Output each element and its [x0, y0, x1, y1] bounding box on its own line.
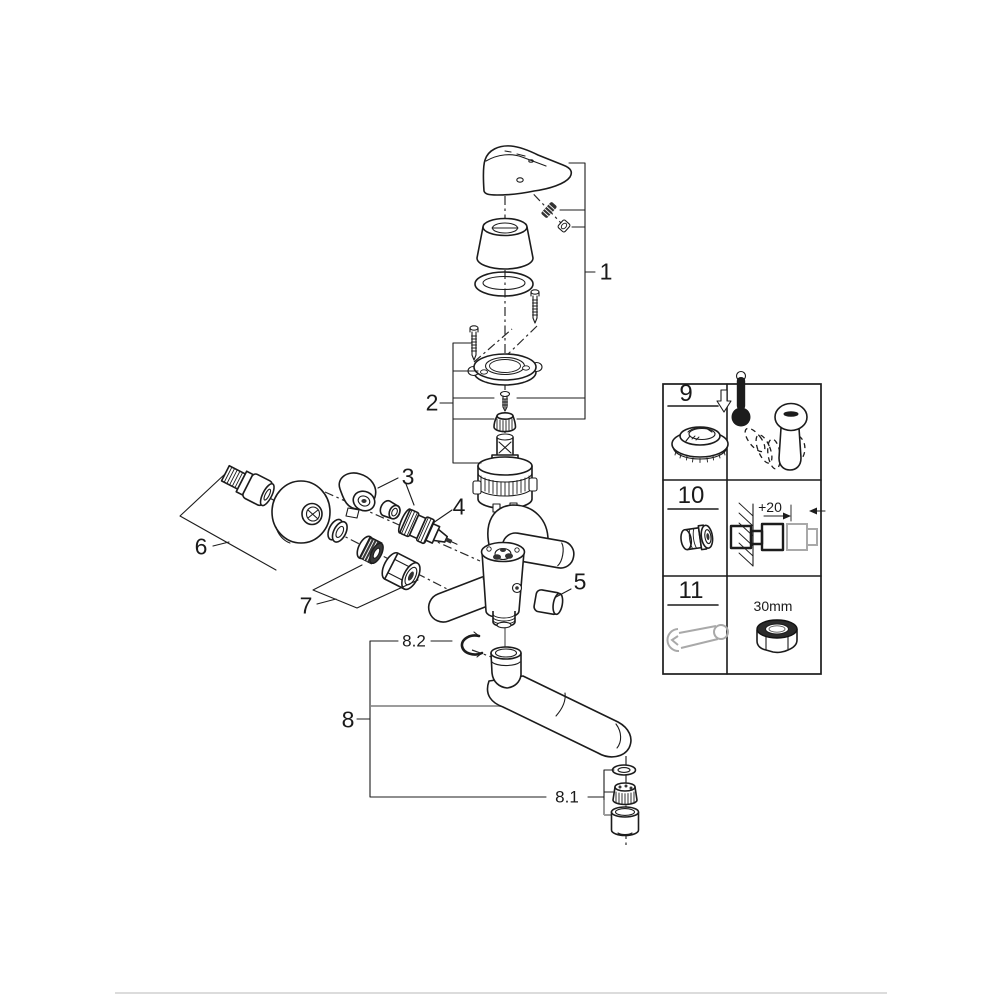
callout-4: 4	[452, 493, 466, 520]
callout-leader-3	[377, 477, 415, 506]
flat-washer	[327, 518, 348, 543]
lever-handle	[482, 145, 573, 196]
callout-2: 2	[425, 389, 439, 416]
callout-6: 6	[194, 533, 208, 560]
extension-nipple-icon	[680, 524, 714, 551]
callout-8-2: 8.2	[402, 631, 426, 651]
union-nut	[381, 551, 421, 591]
aerator-washer	[611, 764, 637, 776]
aerator-insert	[612, 782, 638, 806]
ball-union	[338, 472, 377, 519]
dome-cap	[476, 217, 534, 270]
callout-7: 7	[299, 592, 313, 619]
open-end-wrench-icon	[666, 624, 729, 653]
check-valve-cartridge	[397, 508, 458, 545]
thermometer-down-icon	[716, 370, 751, 427]
legend-annotation-plus20: +20	[758, 499, 782, 515]
swivel-spout	[486, 646, 632, 758]
aerator-housing	[610, 806, 640, 837]
legend-number-10: 10	[677, 482, 705, 509]
mounting-screw-right	[530, 289, 540, 324]
hex-nut-icon	[756, 619, 798, 654]
snap-ring-clip	[460, 631, 484, 658]
callout-leader-4	[432, 509, 453, 524]
side-plug	[533, 589, 564, 616]
callout-leader-5	[555, 588, 572, 598]
o-ring	[474, 271, 534, 297]
mounting-screw-left	[469, 325, 479, 361]
callout-bracket-8	[356, 640, 605, 798]
filter-insert	[356, 535, 384, 565]
escutcheon-flange-ring	[467, 353, 543, 386]
callout-bracket-8-1	[603, 769, 615, 800]
cartridge-fixing-screw	[499, 390, 511, 412]
faucet-body	[427, 504, 575, 629]
callout-bracket-6	[179, 473, 277, 571]
handle-grub-screw	[541, 202, 557, 218]
handle-screw-cap	[557, 219, 571, 233]
callout-bracket-7	[312, 564, 419, 609]
spacer-ring	[379, 499, 401, 520]
legend-annotation-30mm: 30mm	[753, 598, 793, 614]
callout-1: 1	[599, 258, 613, 285]
callout-bracket-2	[439, 342, 482, 464]
callout-8: 8	[341, 706, 355, 733]
callout-bracket-1	[452, 162, 596, 420]
wall-escutcheon	[271, 480, 331, 544]
callout-5: 5	[573, 568, 587, 595]
callout-8-1: 8.1	[555, 787, 579, 807]
wall-extension-diagram-icon	[729, 502, 826, 567]
lever-handle-hand-icon	[744, 402, 808, 471]
s-union	[220, 464, 275, 507]
legend-number-11: 11	[678, 577, 704, 604]
legend-number-9: 9	[679, 380, 693, 407]
callout-3: 3	[401, 463, 415, 490]
temperature-limiter-ring-icon	[671, 426, 729, 463]
knurled-cap-nut	[493, 411, 517, 433]
ceramic-cartridge	[472, 433, 538, 513]
